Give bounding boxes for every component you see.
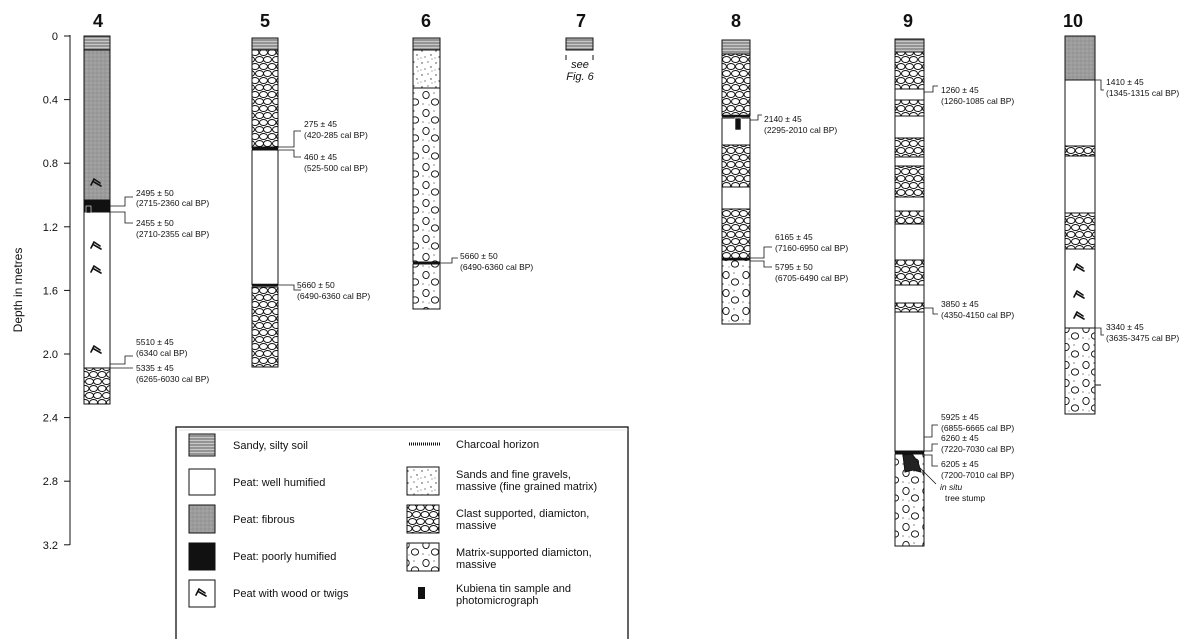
column-6-log bbox=[413, 38, 440, 309]
axis-tick-label: 1.6 bbox=[43, 285, 58, 297]
legend-swatch-kubiena bbox=[418, 587, 425, 599]
date-age: 275 ± 45 bbox=[304, 119, 337, 129]
column-4-log bbox=[84, 36, 110, 404]
legend-label-charcoal: Charcoal horizon bbox=[456, 439, 539, 451]
date-cal: (6855-6665 cal BP) bbox=[941, 423, 1014, 433]
column-8-dates: 2140 ± 45 (2295-2010 cal BP) 6165 ± 45 (… bbox=[750, 114, 848, 283]
axis-tick-label: 0.4 bbox=[43, 95, 58, 107]
legend-label-kubiena-1: Kubiena tin sample and bbox=[456, 583, 571, 595]
date-age: 1410 ± 45 bbox=[1106, 77, 1144, 87]
date-age: 2140 ± 45 bbox=[764, 114, 802, 124]
legend-swatch-soil bbox=[189, 434, 215, 456]
legend-swatch-sand bbox=[407, 467, 439, 495]
column-number-6: 6 bbox=[421, 11, 431, 31]
legend: Sandy, silty soil Peat: well humified Pe… bbox=[176, 427, 628, 639]
legend-label-clast-1: Clast supported, diamicton, bbox=[456, 508, 589, 520]
date-age: 5660 ± 50 bbox=[460, 251, 498, 261]
date-age: 6205 ± 45 bbox=[941, 459, 979, 469]
column-number-7: 7 bbox=[576, 11, 586, 31]
column-10-log bbox=[1065, 36, 1101, 414]
date-cal: (7200-7010 cal BP) bbox=[941, 470, 1014, 480]
see-figure-note: Fig. 6 bbox=[566, 71, 594, 83]
depth-axis: 0 0.4 0.8 1.2 1.6 2.0 2.4 2.8 3.2 Depth in metre… bbox=[11, 31, 70, 552]
legend-label-soil: Sandy, silty soil bbox=[233, 440, 308, 452]
date-cal: (525-500 cal BP) bbox=[304, 163, 368, 173]
date-cal: (6265-6030 cal BP) bbox=[136, 374, 209, 384]
column-7-log: see Fig. 6 bbox=[566, 38, 595, 83]
date-cal: (3635-3475 cal BP) bbox=[1106, 333, 1179, 343]
date-cal: (1345-1315 cal BP) bbox=[1106, 88, 1179, 98]
date-cal: (6705-6490 cal BP) bbox=[775, 273, 848, 283]
column-5-log bbox=[252, 38, 278, 367]
axis-tick-label: 0 bbox=[52, 31, 58, 43]
date-age: 5925 ± 45 bbox=[941, 412, 979, 422]
column-5-dates: 275 ± 45 (420-285 cal BP) 460 ± 45 (525-… bbox=[278, 119, 370, 301]
date-age: 2455 ± 50 bbox=[136, 218, 174, 228]
legend-swatch-fibrous bbox=[189, 505, 215, 533]
legend-label-sand-1: Sands and fine gravels, bbox=[456, 469, 571, 481]
date-age: 6260 ± 45 bbox=[941, 433, 979, 443]
axis-tick-label: 0.8 bbox=[43, 158, 58, 170]
date-age: 3850 ± 45 bbox=[941, 299, 979, 309]
legend-label-kubiena-2: photomicrograph bbox=[456, 595, 539, 607]
legend-label-matrix-2: massive bbox=[456, 559, 496, 571]
date-cal: (2715-2360 cal BP) bbox=[136, 198, 209, 208]
axis-tick-label: 3.2 bbox=[43, 540, 58, 552]
legend-swatch-well-humified bbox=[189, 469, 215, 495]
see-note: see bbox=[571, 59, 589, 71]
date-cal: (7220-7030 cal BP) bbox=[941, 444, 1014, 454]
date-age: 6165 ± 45 bbox=[775, 232, 813, 242]
date-cal: (1260-1085 cal BP) bbox=[941, 96, 1014, 106]
date-age: 5510 ± 45 bbox=[136, 337, 174, 347]
column-10-dates: 1410 ± 45 (1345-1315 cal BP) 3340 ± 45 (… bbox=[1095, 77, 1179, 343]
legend-label-clast-2: massive bbox=[456, 520, 496, 532]
column-9-dates: 1260 ± 45 (1260-1085 cal BP) 3850 ± 45 (… bbox=[920, 85, 1014, 503]
date-cal: (6490-6360 cal BP) bbox=[460, 262, 533, 272]
legend-label-poorly-humified: Peat: poorly humified bbox=[233, 551, 336, 563]
date-age: 1260 ± 45 bbox=[941, 85, 979, 95]
column-8-log bbox=[722, 40, 750, 324]
date-cal: (6340 cal BP) bbox=[136, 348, 188, 358]
column-number-4: 4 bbox=[93, 11, 103, 31]
date-cal: (7160-6950 cal BP) bbox=[775, 243, 848, 253]
date-cal: (6490-6360 cal BP) bbox=[297, 291, 370, 301]
stump-label: tree stump bbox=[945, 493, 985, 503]
legend-swatch-clast bbox=[407, 505, 439, 533]
axis-tick-label: 2.8 bbox=[43, 476, 58, 488]
date-cal: (4350-4150 cal BP) bbox=[941, 310, 1014, 320]
legend-swatch-poorly-humified bbox=[189, 543, 215, 570]
column-number-5: 5 bbox=[260, 11, 270, 31]
column-6-dates: 5660 ± 50 (6490-6360 cal BP) bbox=[440, 251, 533, 272]
date-age: 3340 ± 45 bbox=[1106, 322, 1144, 332]
legend-swatch-matrix bbox=[407, 543, 439, 571]
date-cal: (420-285 cal BP) bbox=[304, 130, 368, 140]
date-age: 5795 ± 50 bbox=[775, 262, 813, 272]
axis-tick-label: 2.0 bbox=[43, 349, 58, 361]
legend-label-fibrous: Peat: fibrous bbox=[233, 514, 295, 526]
date-age: 2495 ± 50 bbox=[136, 188, 174, 198]
axis-tick-label: 2.4 bbox=[43, 413, 58, 425]
legend-swatch-wood bbox=[189, 580, 215, 607]
date-age: 5335 ± 45 bbox=[136, 363, 174, 373]
legend-label-wood: Peat with wood or twigs bbox=[233, 588, 349, 600]
date-age: 460 ± 45 bbox=[304, 152, 337, 162]
column-number-9: 9 bbox=[903, 11, 913, 31]
column-number-10: 10 bbox=[1063, 11, 1083, 31]
axis-tick-label: 1.2 bbox=[43, 222, 58, 234]
legend-label-matrix-1: Matrix-supported diamicton, bbox=[456, 547, 592, 559]
date-age: 5660 ± 50 bbox=[297, 280, 335, 290]
column-9-log bbox=[895, 39, 924, 546]
date-cal: (2710-2355 cal BP) bbox=[136, 229, 209, 239]
column-4-dates: 2495 ± 50 (2715-2360 cal BP) 2455 ± 50 (… bbox=[110, 188, 209, 384]
column-number-8: 8 bbox=[731, 11, 741, 31]
legend-label-well-humified: Peat: well humified bbox=[233, 477, 325, 489]
date-cal: (2295-2010 cal BP) bbox=[764, 125, 837, 135]
stump-italic-label: in situ bbox=[940, 482, 962, 492]
axis-title: Depth in metres bbox=[11, 248, 25, 333]
legend-label-sand-2: massive (fine grained matrix) bbox=[456, 481, 597, 493]
